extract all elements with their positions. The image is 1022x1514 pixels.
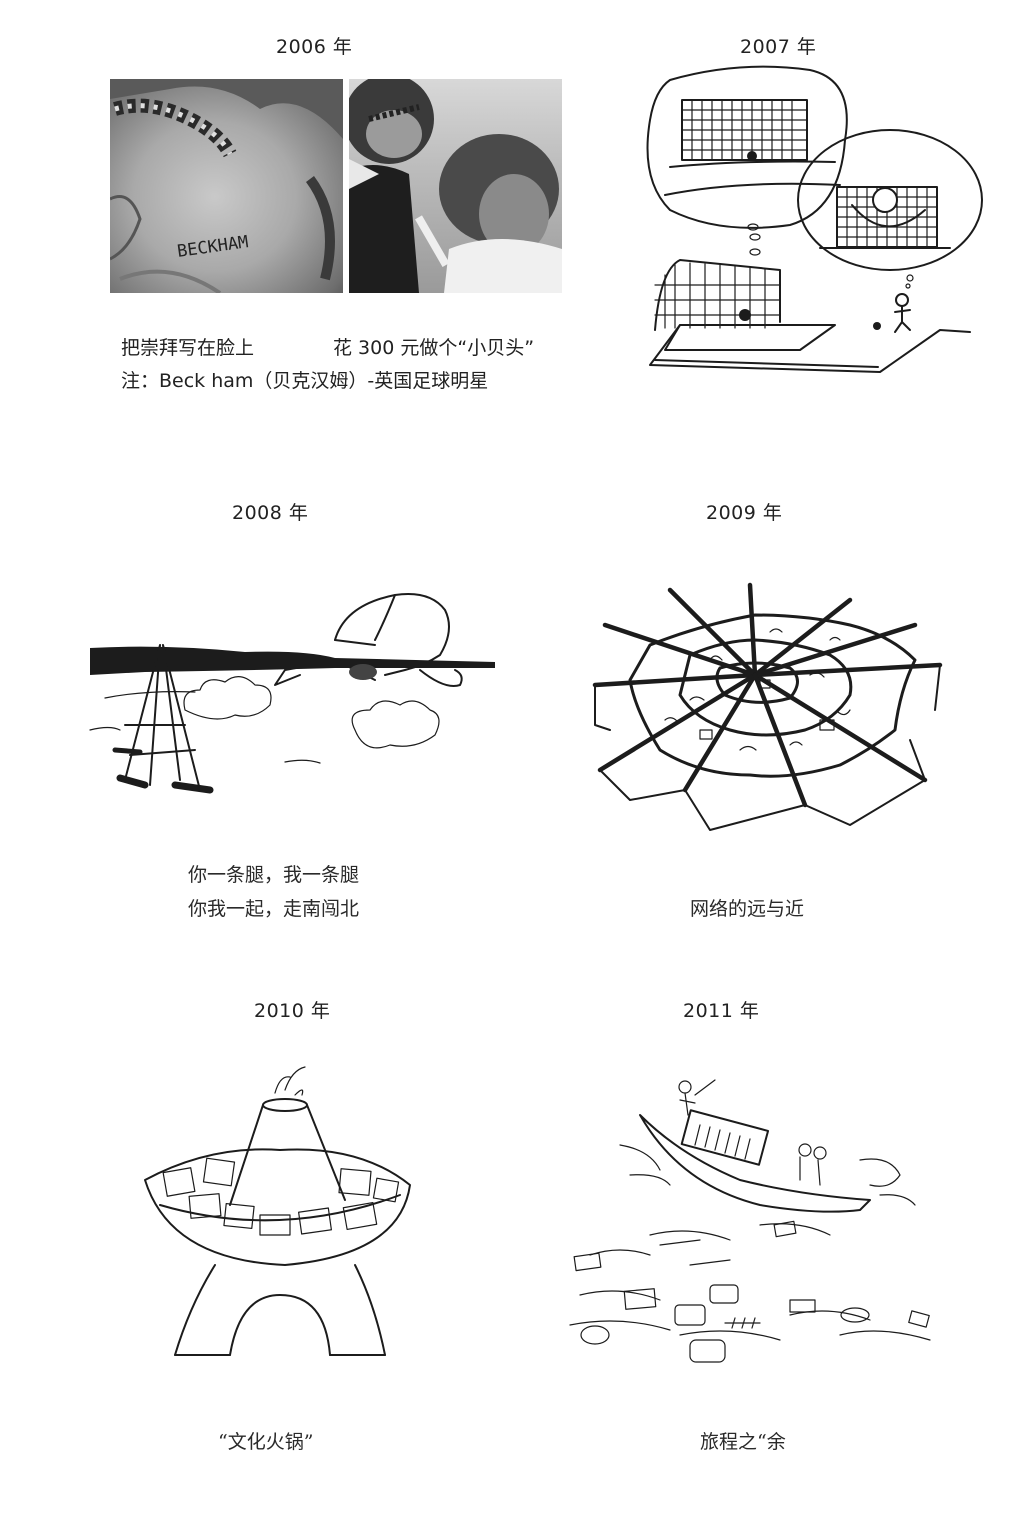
caption-2006-face: 把崇拜写在脸上 <box>121 337 255 359</box>
year-label-2009: 2009 年 <box>706 502 783 524</box>
beckham-face-text: BECKHAM <box>176 232 250 262</box>
year-label-2011: 2011 年 <box>683 1000 760 1022</box>
year-label-2010: 2010 年 <box>254 1000 331 1022</box>
spider-web-network-cartoon <box>592 582 943 831</box>
hairdresser-photo <box>349 79 562 293</box>
boat-trash-cartoon <box>569 1079 931 1363</box>
face-photo-illustration: BECKHAM <box>110 79 343 293</box>
caption-2010: “文化火锅” <box>218 1431 314 1453</box>
year-label-2006: 2006 年 <box>276 36 353 58</box>
caption-2008-line1: 你一条腿，我一条腿 <box>188 864 360 886</box>
year-label-2008: 2008 年 <box>232 502 309 524</box>
three-legged-running-cartoon <box>89 593 495 794</box>
year-label-2007: 2007 年 <box>740 36 817 58</box>
culture-hotpot-cartoon <box>144 1066 411 1356</box>
caption-2008-line2: 你我一起，走南闯北 <box>188 898 360 920</box>
caption-2011: 旅程之“余 <box>700 1431 786 1453</box>
face-photo: BECKHAM <box>110 79 343 293</box>
soccer-thought-bubble-cartoon <box>646 65 983 373</box>
caption-2006-note: 注：Beck ham（贝克汉姆）-英国足球明星 <box>121 370 489 392</box>
hairdresser-photo-illustration <box>349 79 562 293</box>
caption-2006-hair: 花 300 元做个“小贝头” <box>333 337 535 359</box>
caption-2009: 网络的远与近 <box>690 898 805 920</box>
